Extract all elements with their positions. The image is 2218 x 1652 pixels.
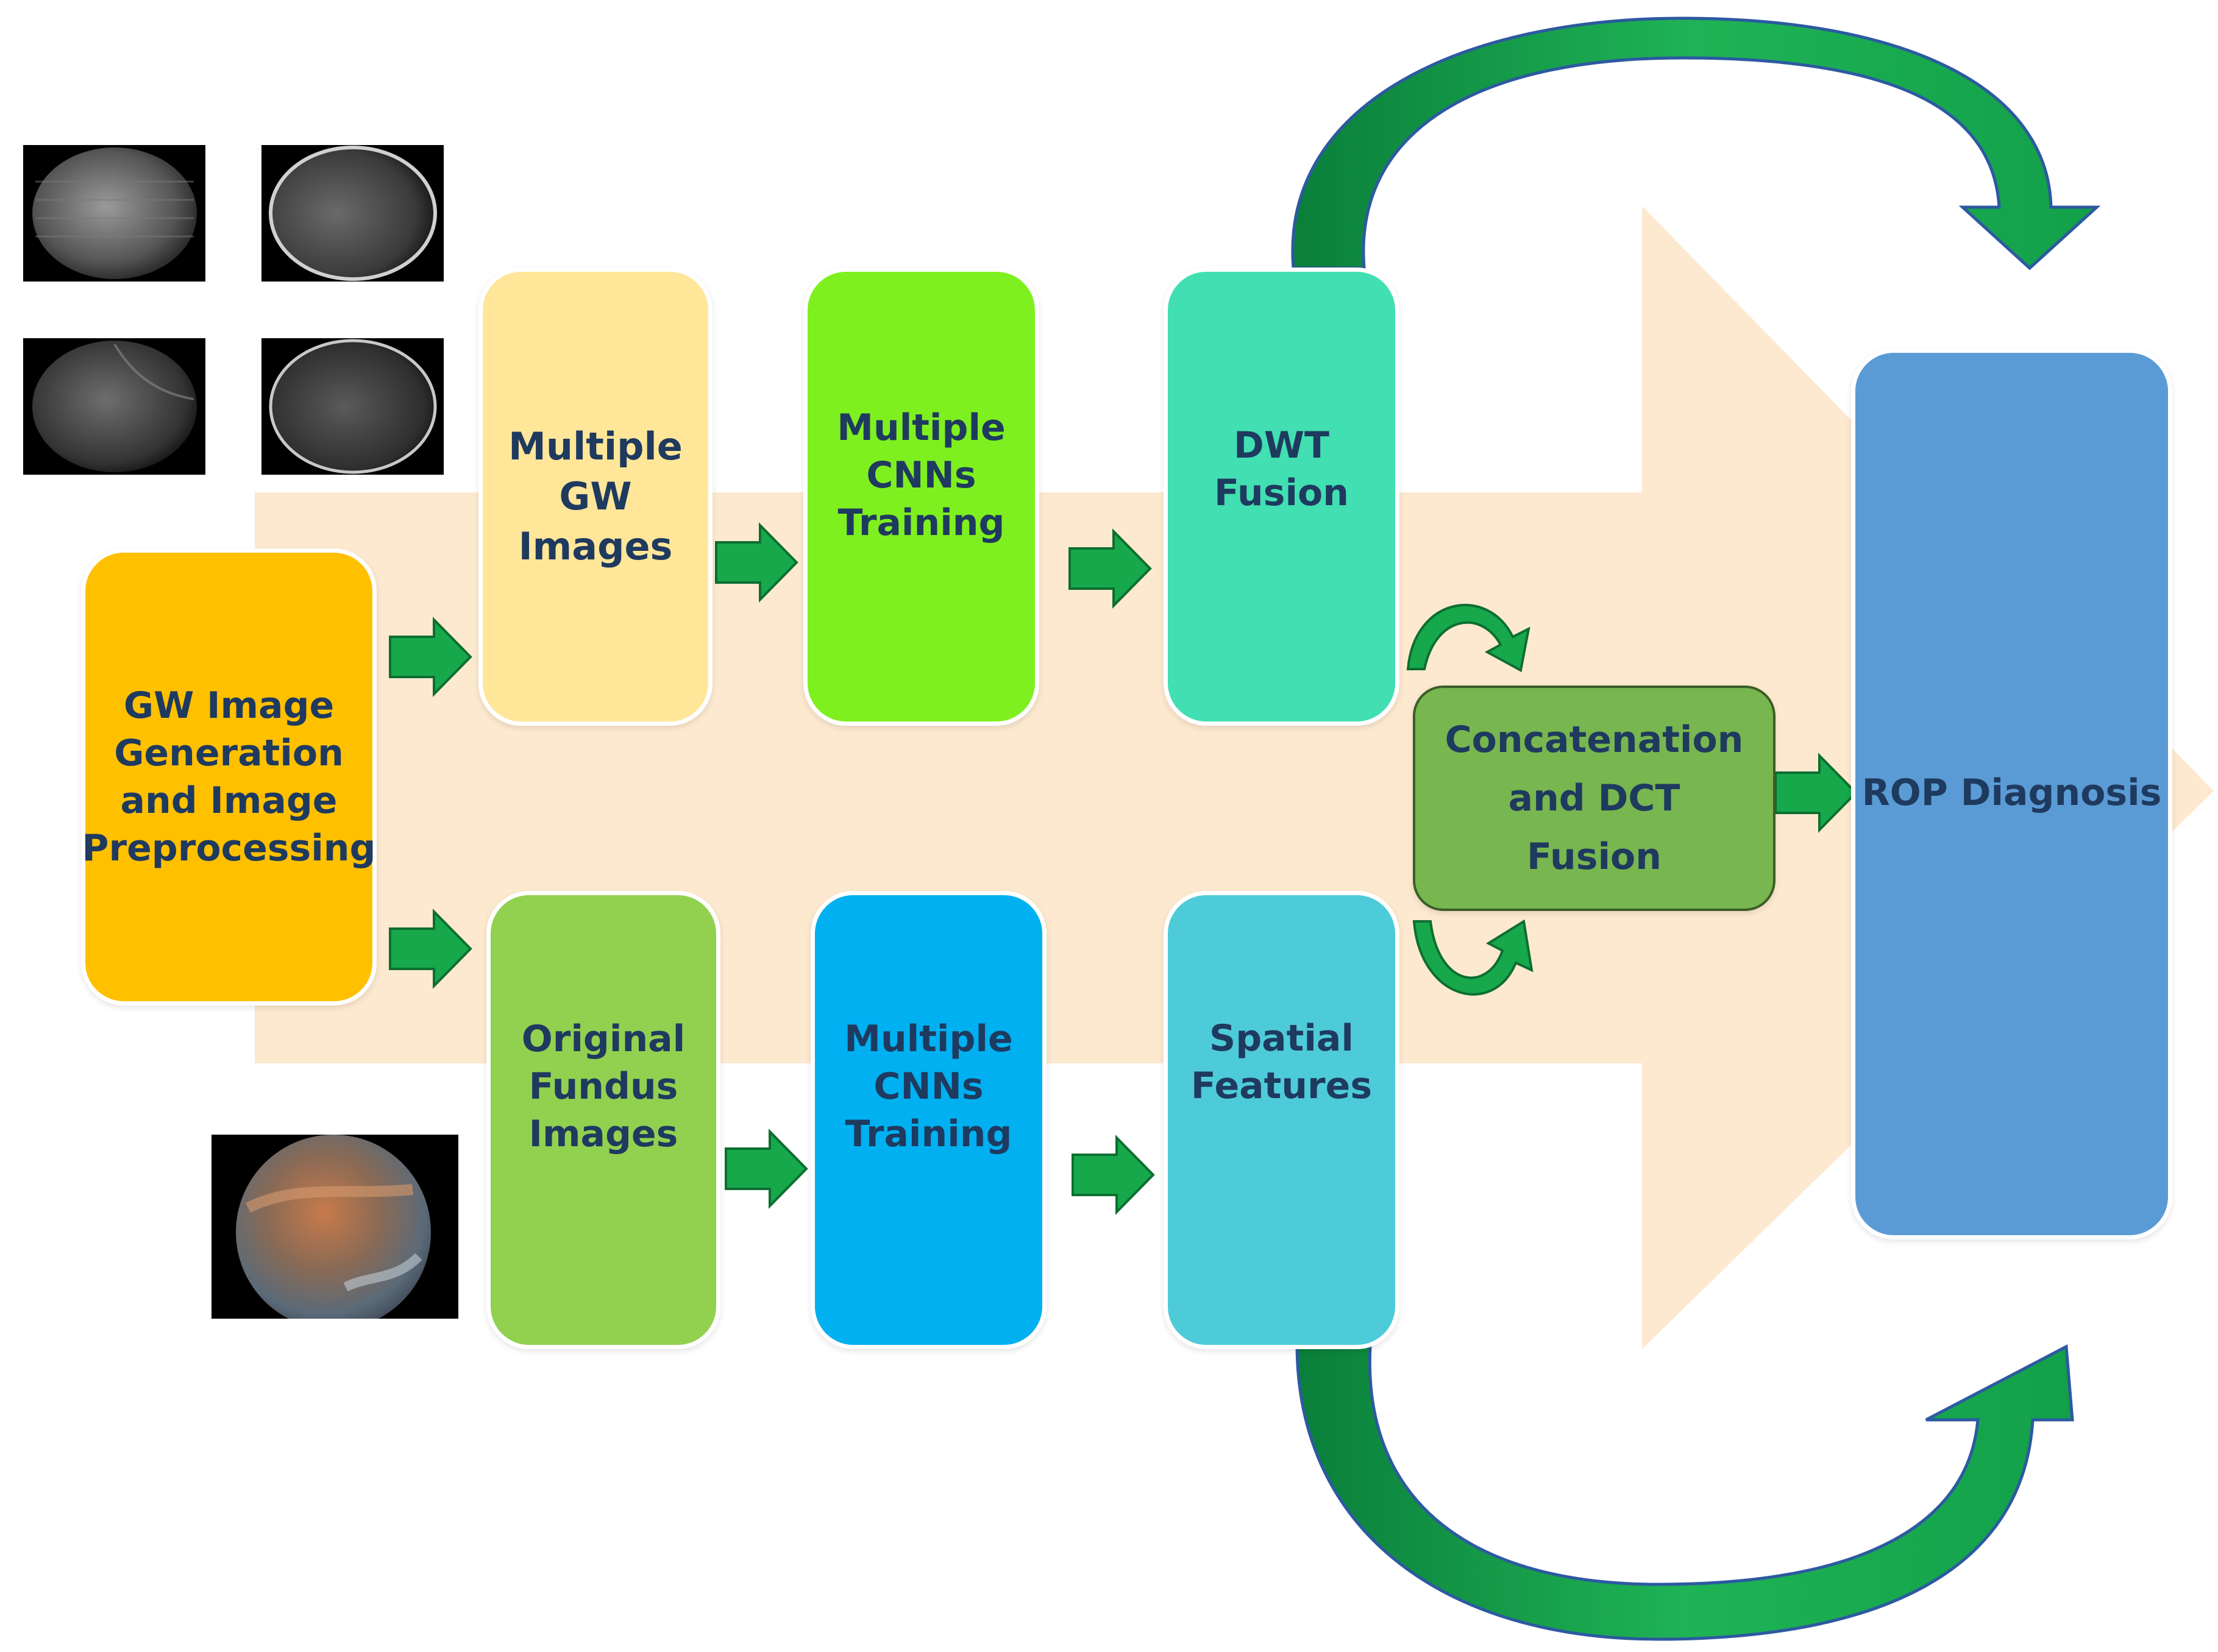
gw-image-4-graphic [261, 338, 444, 475]
node-spatial: Spatial Features [1164, 891, 1399, 1349]
node-dwt: DWT Fusion [1164, 268, 1399, 726]
curved-arrow-dwt-to-concat-icon [1406, 603, 1530, 673]
node-cnn-top: Multiple CNNs Training [803, 268, 1039, 726]
curved-arrow-spatial-to-concat-icon [1412, 919, 1534, 996]
node-rop: ROP Diagnosis [1851, 349, 2172, 1239]
node-concat: Concatenation and DCT Fusion [1413, 686, 1775, 911]
background-flow-arrow [255, 206, 2214, 1349]
node-rop-label: ROP Diagnosis [1861, 771, 2162, 814]
arrow-cnn-to-spatial-icon [1072, 1135, 1155, 1215]
node-cnn-bottom-label: Multiple CNNs Training [844, 1018, 1013, 1155]
gw-image-4 [261, 338, 444, 475]
arrow-cnn-to-dwt-icon [1068, 528, 1152, 609]
node-dwt-label: DWT Fusion [1214, 424, 1349, 514]
fundus-photo [211, 1135, 458, 1319]
node-fundus: Original Fundus Images [486, 891, 720, 1349]
gw-image-2 [261, 145, 444, 282]
node-spatial-label: Spatial Features [1190, 1017, 1373, 1107]
node-concat-label: Concatenation and DCT Fusion [1445, 718, 1744, 878]
node-gw-images: Multiple GW Images [478, 268, 713, 726]
curved-arrows-small [1406, 603, 1534, 996]
gw-image-3-graphic [23, 338, 205, 475]
big-arc-arrow-bottom-icon [1295, 1344, 2074, 1641]
node-fundus-label: Original Fundus Images [521, 1018, 686, 1155]
gw-image-1 [23, 145, 205, 282]
node-cnn-top-label: Multiple CNNs Training [837, 406, 1006, 544]
node-gw-images-label: Multiple GW Images [508, 424, 683, 569]
gw-image-1-graphic [23, 145, 205, 282]
fundus-photo-graphic [211, 1135, 458, 1319]
arrow-gw-to-cnn-icon [715, 522, 798, 603]
node-preprocess-label: GW Image Generation and Image Preprocess… [82, 684, 376, 870]
big-arc-arrow-top-icon [1291, 16, 2101, 271]
gw-image-3 [23, 338, 205, 475]
arrow-preprocess-to-gw-icon [389, 617, 472, 697]
node-preprocess: GW Image Generation and Image Preprocess… [81, 548, 377, 1005]
arrow-concat-to-rop-icon [1774, 753, 1858, 833]
node-cnn-bottom: Multiple CNNs Training [811, 891, 1047, 1349]
flow-arrows [389, 522, 1858, 1215]
arrow-preprocess-to-fundus-icon [389, 909, 472, 989]
arrow-fundus-to-cnn-icon [725, 1129, 808, 1209]
gw-image-2-graphic [261, 145, 444, 282]
